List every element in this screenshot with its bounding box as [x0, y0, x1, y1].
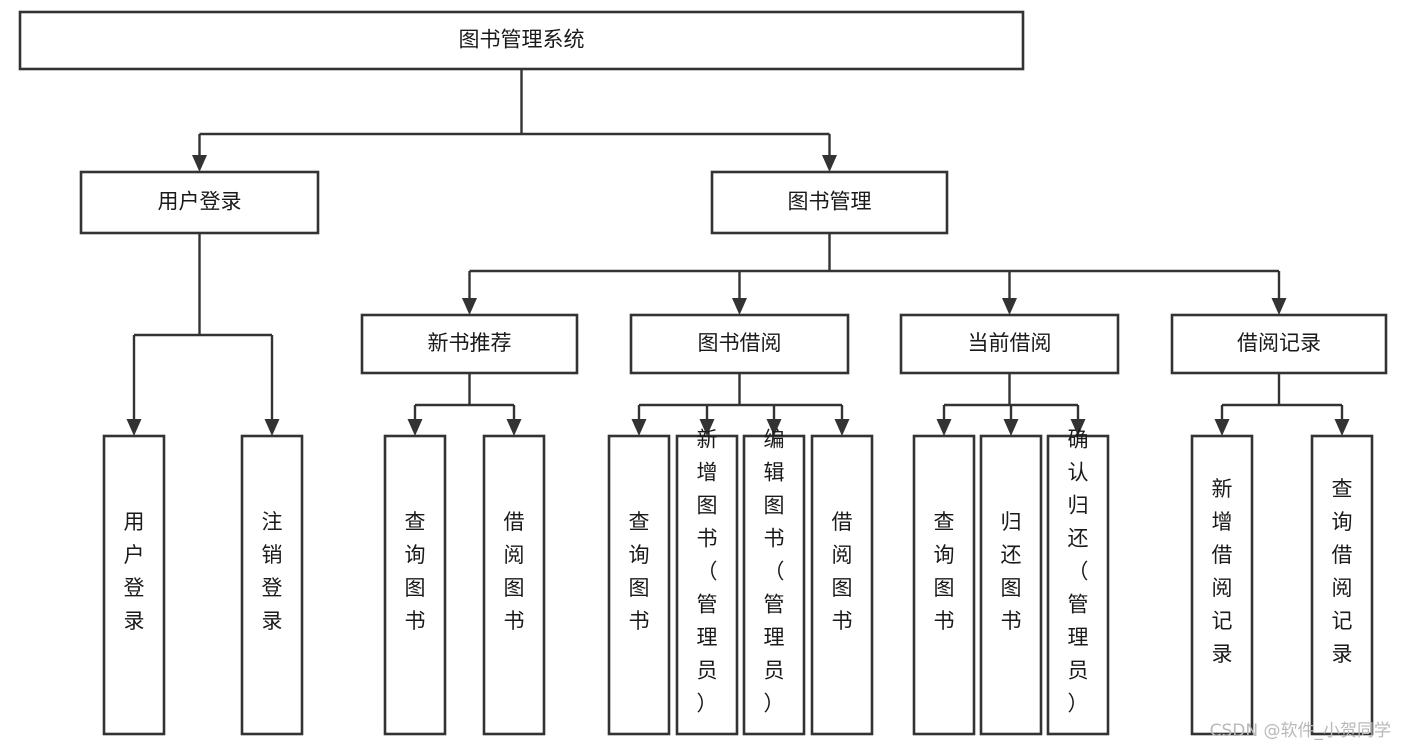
node-leaf6[interactable]: 新增图书（管理员）: [675, 428, 739, 736]
node-box[interactable]: [1046, 434, 1110, 736]
arrow-head-icon: [264, 419, 280, 436]
node-box[interactable]: [979, 434, 1043, 736]
arrow-head-icon: [699, 419, 715, 436]
node-leaf2[interactable]: 注销登录: [240, 434, 304, 736]
node-bookmgmt[interactable]: 图书管理: [710, 170, 949, 235]
node-current[interactable]: 当前借阅: [899, 313, 1120, 375]
node-leaf9[interactable]: 查询图书: [912, 434, 976, 736]
arrow-head-icon: [1271, 298, 1287, 315]
edges-layer: [126, 69, 1350, 436]
node-label: 图书借阅: [698, 331, 782, 355]
node-label: 查询图书: [934, 510, 955, 633]
arrow-head-icon: [766, 419, 782, 436]
node-leaf3[interactable]: 查询图书: [383, 434, 447, 736]
node-label: 新增图书（管理员）: [697, 428, 718, 716]
arrow-head-icon: [936, 419, 952, 436]
arrow-head-icon: [506, 419, 522, 436]
node-leaf4[interactable]: 借阅图书: [482, 434, 546, 736]
node-login[interactable]: 用户登录: [79, 170, 320, 235]
arrow-head-icon: [192, 155, 207, 172]
node-leaf7[interactable]: 编辑图书（管理员）: [742, 428, 806, 736]
node-label: 用户登录: [124, 510, 145, 633]
node-leaf5[interactable]: 查询图书: [607, 434, 671, 736]
nodes-layer: 图书管理系统用户登录图书管理新书推荐图书借阅当前借阅借阅记录用户登录注销登录查询…: [18, 10, 1388, 736]
node-box[interactable]: [79, 170, 320, 235]
node-box[interactable]: [912, 434, 976, 736]
node-box[interactable]: [383, 434, 447, 736]
node-newbook[interactable]: 新书推荐: [360, 313, 579, 375]
node-label: 图书管理系统: [459, 28, 585, 52]
node-box[interactable]: [710, 170, 949, 235]
node-label: 借阅记录: [1237, 331, 1321, 355]
node-label: 归还图书: [1001, 510, 1022, 633]
node-box[interactable]: [240, 434, 304, 736]
arrow-head-icon: [631, 419, 647, 436]
arrow-head-icon: [1214, 419, 1230, 436]
node-box[interactable]: [742, 434, 806, 736]
arrow-head-icon: [1070, 419, 1086, 436]
arrow-head-icon: [732, 298, 747, 315]
node-leaf10[interactable]: 归还图书: [979, 434, 1043, 736]
node-box[interactable]: [18, 10, 1025, 71]
node-box[interactable]: [810, 434, 874, 736]
watermark: CSDN @软件_小贺同学: [1209, 721, 1391, 741]
node-label: 查询图书: [629, 510, 650, 633]
node-label: 当前借阅: [968, 331, 1052, 355]
arrow-head-icon: [1002, 298, 1017, 315]
node-label: 借阅图书: [504, 510, 525, 633]
arrow-head-icon: [834, 419, 850, 436]
node-box[interactable]: [482, 434, 546, 736]
arrow-head-icon: [126, 419, 142, 436]
node-label: 查询图书: [405, 510, 426, 633]
node-label: 用户登录: [158, 190, 242, 214]
node-box[interactable]: [675, 434, 739, 736]
arrow-head-icon: [462, 298, 477, 315]
node-records[interactable]: 借阅记录: [1170, 313, 1388, 375]
node-label: 查询借阅记录: [1332, 477, 1353, 666]
arrow-head-icon: [407, 419, 423, 436]
node-box[interactable]: [899, 313, 1120, 375]
node-root[interactable]: 图书管理系统: [18, 10, 1025, 71]
node-label: 借阅图书: [832, 510, 853, 633]
arrow-head-icon: [822, 155, 837, 172]
node-borrow[interactable]: 图书借阅: [629, 313, 850, 375]
node-box[interactable]: [360, 313, 579, 375]
node-label: 编辑图书（管理员）: [764, 428, 785, 716]
node-leaf8[interactable]: 借阅图书: [810, 434, 874, 736]
node-box[interactable]: [102, 434, 166, 736]
node-label: 注销登录: [262, 510, 283, 633]
node-leaf13[interactable]: 查询借阅记录: [1310, 434, 1374, 736]
node-leaf12[interactable]: 新增借阅记录: [1190, 434, 1254, 736]
node-leaf1[interactable]: 用户登录: [102, 434, 166, 736]
node-box[interactable]: [629, 313, 850, 375]
node-leaf11[interactable]: 确认归还（管理员）: [1046, 428, 1110, 736]
arrow-head-icon: [1334, 419, 1350, 436]
node-label: 新书推荐: [428, 331, 512, 355]
node-box[interactable]: [607, 434, 671, 736]
node-label: 图书管理: [788, 190, 872, 214]
node-box[interactable]: [1170, 313, 1388, 375]
node-box[interactable]: [1310, 434, 1374, 736]
arrow-head-icon: [1003, 419, 1019, 436]
node-label: 确认归还（管理员）: [1068, 428, 1089, 716]
node-label: 新增借阅记录: [1212, 477, 1233, 666]
node-box[interactable]: [1190, 434, 1254, 736]
